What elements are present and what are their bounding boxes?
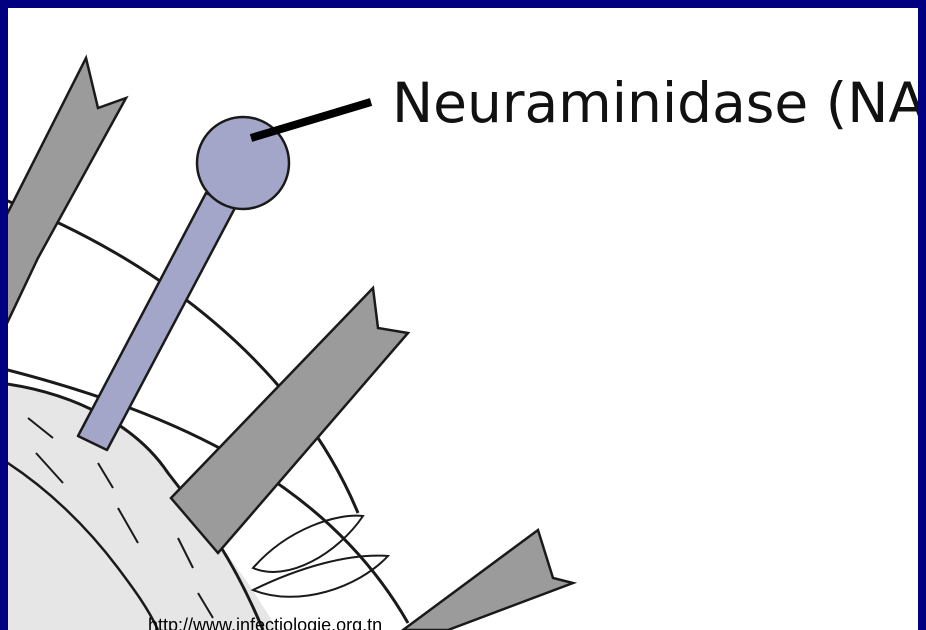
neuraminidase-label: Neuraminidase (NA)	[392, 76, 918, 131]
slide-canvas: Neuraminidase (NA) http://www.infectiolo…	[8, 8, 918, 630]
source-url-caption: http://www.infectiologie.org.tn	[148, 616, 382, 630]
matrix-protein-ellipses	[253, 516, 388, 597]
hemagglutinin-spike-bottom	[403, 530, 573, 630]
hemagglutinin-spike-left	[8, 58, 126, 338]
label-pointer-line	[251, 102, 371, 138]
hemagglutinin-spike-middle	[171, 288, 408, 553]
